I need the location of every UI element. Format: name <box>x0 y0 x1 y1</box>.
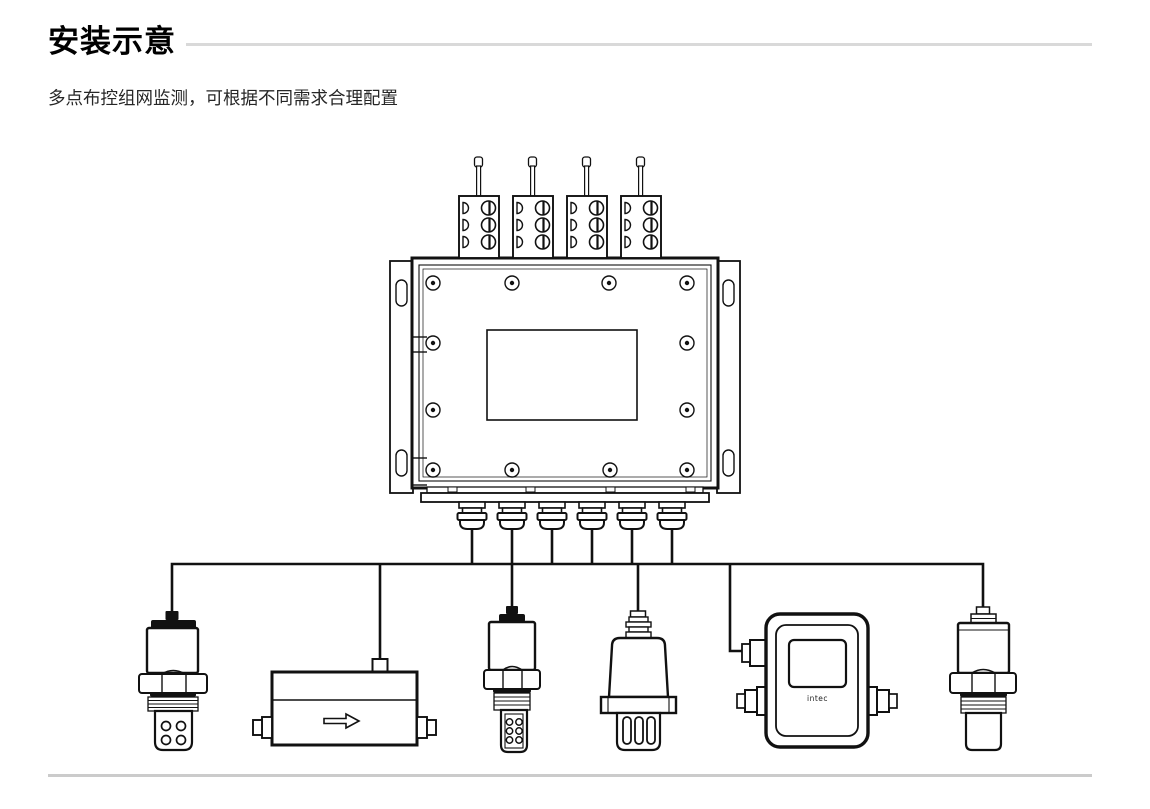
probe-holes <box>505 718 523 744</box>
device-plain-probe-sensor <box>949 606 1017 752</box>
device-display-transmitter: intec <box>736 612 898 749</box>
probe-slots <box>622 716 656 745</box>
hinge-marks <box>413 336 427 486</box>
device-flow-box <box>252 658 437 747</box>
controller-box <box>389 155 741 530</box>
device-probe-sensor-4-holes <box>138 611 208 752</box>
mounting-ears <box>389 260 741 494</box>
drop-wire-transmitter <box>728 564 743 653</box>
terminal-block <box>565 155 609 260</box>
terminal-block <box>619 155 663 260</box>
bottom-rail <box>420 486 710 503</box>
enclosure-inner-line <box>418 264 712 482</box>
terminal-block <box>457 155 501 260</box>
enclosure-inner-line2 <box>422 268 708 478</box>
device-probe-sensor-6-holes <box>483 606 541 754</box>
title-rule <box>186 43 1092 46</box>
cable-glands <box>456 501 688 530</box>
flow-arrow-icon <box>323 712 361 730</box>
page-subtitle: 多点布控组网监测，可根据不同需求合理配置 <box>48 88 398 108</box>
page-title: 安装示意 <box>48 24 176 59</box>
wiring <box>170 527 985 661</box>
terminal-blocks <box>457 155 663 260</box>
bus-wire <box>170 562 985 613</box>
terminal-block <box>511 155 555 260</box>
device-slotted-cap-sensor <box>599 610 678 752</box>
transmitter-screen <box>787 638 848 689</box>
bottom-rule <box>48 774 1092 777</box>
probe-holes <box>160 720 187 746</box>
display-window <box>486 329 638 421</box>
brand-logo-text: intec <box>807 694 828 703</box>
